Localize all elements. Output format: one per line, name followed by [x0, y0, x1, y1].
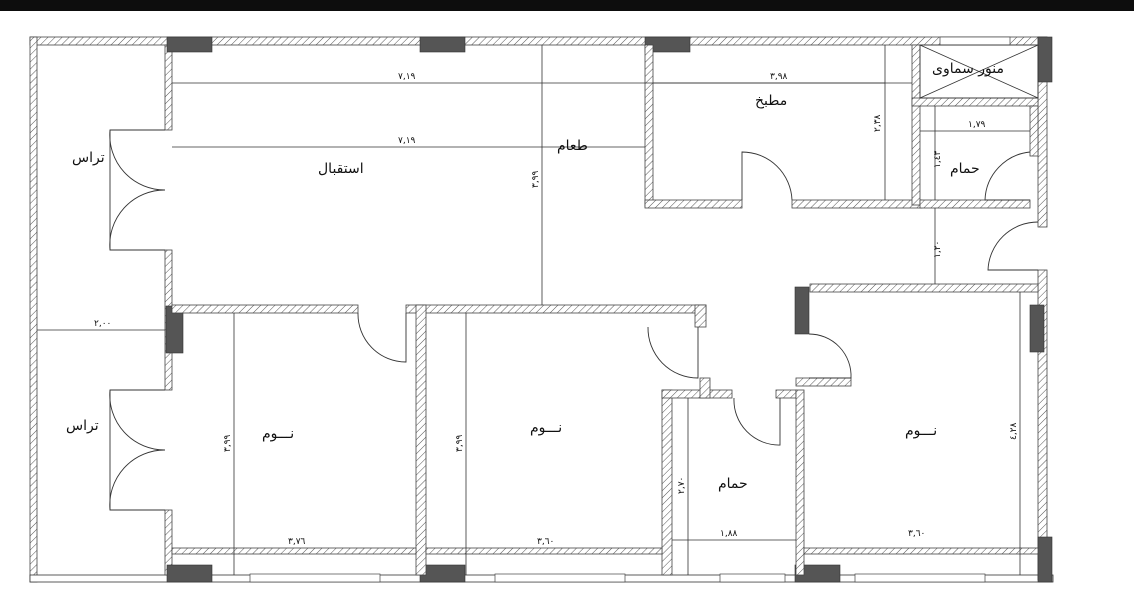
dim-bedroom-2-width: ٣,٦٠	[537, 537, 554, 547]
dim-kitchen-width: ٣,٩٨	[770, 72, 788, 82]
columns	[165, 36, 1053, 583]
windows	[249, 36, 1011, 583]
dim-bedroom-2-depth: ٣,٩٩	[455, 434, 465, 452]
bath-top-label: حمام	[950, 161, 980, 177]
dim-bath-bottom-width: ١,٨٨	[720, 529, 738, 539]
room-labels: تراس تراس استقبال طعام مطبخ منور سماوى ح…	[66, 61, 1004, 492]
dimension-lines	[37, 45, 1030, 575]
skylight-label: منور سماوى	[932, 61, 1004, 77]
kitchen-label: مطبخ	[755, 93, 787, 109]
bedroom-1-label: نـــوم	[262, 426, 294, 442]
dim-bedroom-3-depth: ٤,٢٨	[1009, 422, 1019, 440]
dimension-labels: ٧,١٩ ٧,١٩ ٣,٩٨ ٢,٣٨ ١,٧٩ ١,٤٣ ١,٢٠ ٣,٩٩ …	[94, 72, 1019, 547]
dim-bedroom-1-width: ٣,٧٦	[288, 537, 306, 547]
dim-bath-bottom-depth: ٢,٧٠	[677, 477, 687, 494]
bedroom-2-label: نـــوم	[530, 420, 562, 436]
top-bar	[0, 0, 1134, 11]
bath-bottom-label: حمام	[718, 476, 748, 492]
interior-walls	[171, 44, 1039, 576]
dim-corridor-depth: ١,٢٠	[933, 241, 943, 258]
dim-terrace-width: ٢,٠٠	[94, 319, 111, 329]
dim-reception-mid: ٧,١٩	[398, 136, 416, 146]
terrace-top-label: تراس	[72, 150, 105, 166]
reception-label: استقبال	[318, 161, 364, 177]
dim-bedroom-3-width: ٣,٦٠	[908, 529, 925, 539]
dim-kitchen-depth: ٢,٣٨	[873, 114, 883, 132]
skylight-cross	[919, 44, 1039, 99]
doors	[109, 129, 1039, 511]
dim-bedroom-1-depth: ٣,٩٩	[223, 434, 233, 452]
dim-bath-top-width: ١,٧٩	[968, 120, 986, 130]
dim-reception-top: ٧,١٩	[398, 72, 416, 82]
terrace-bottom-label: تراس	[66, 418, 99, 434]
dim-dining-depth: ٣,٩٩	[531, 170, 541, 188]
dining-label: طعام	[557, 138, 588, 154]
bedroom-3-label: نـــوم	[905, 423, 937, 439]
dim-bath-top-depth: ١,٤٣	[933, 150, 943, 168]
